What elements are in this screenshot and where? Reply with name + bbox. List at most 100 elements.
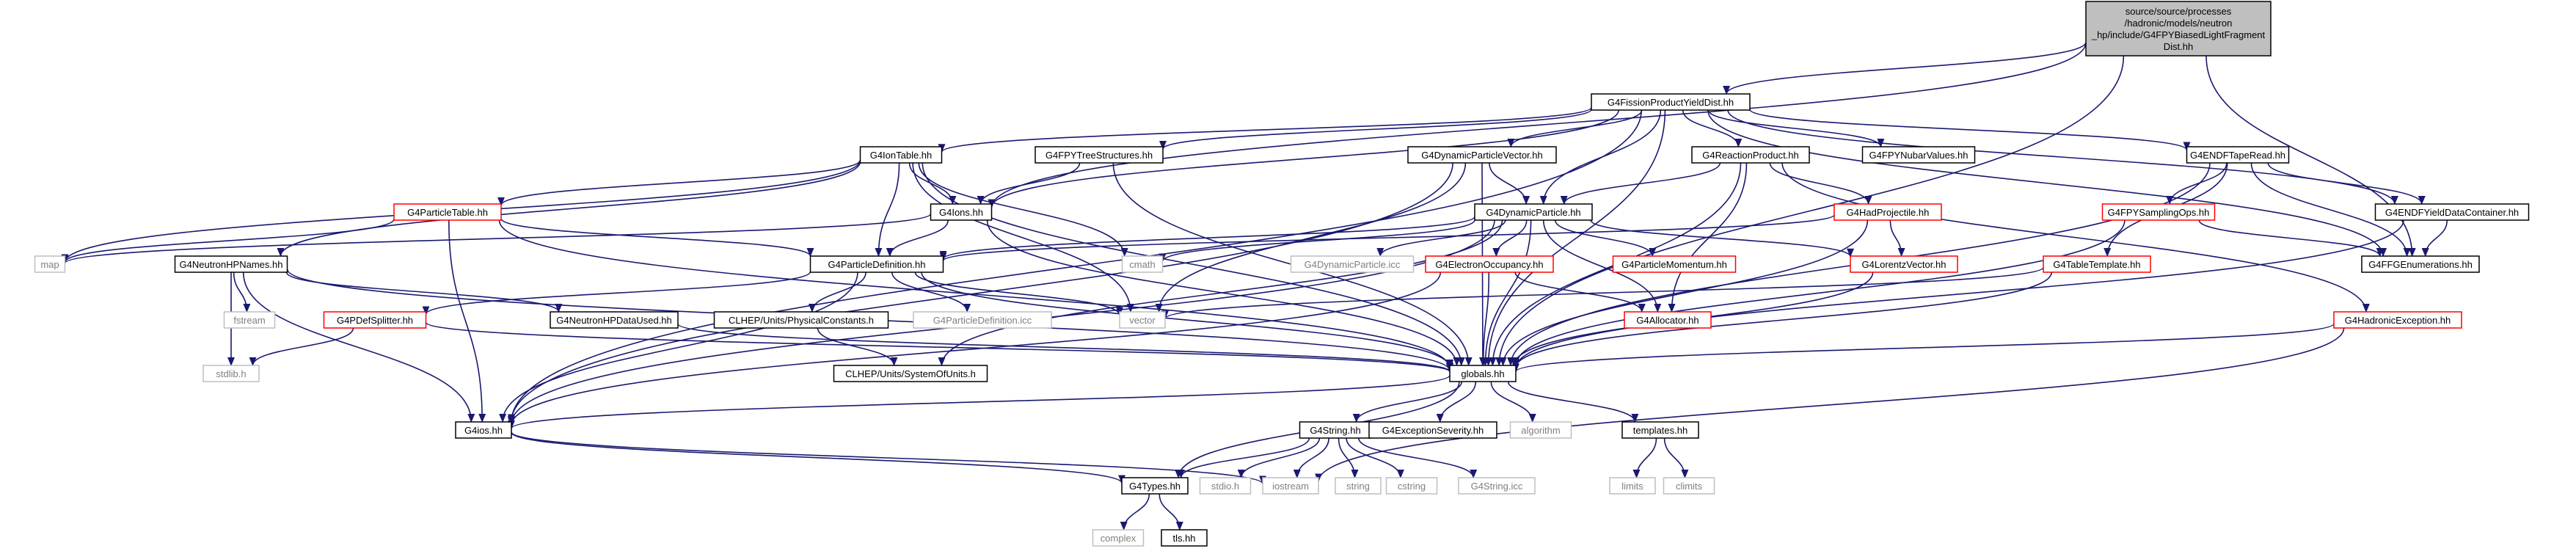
node-g4stricc[interactable]: G4String.icc [1458, 477, 1536, 495]
node-label-nhpdu: G4NeutronHPDataUsed.hh [556, 315, 672, 326]
node-label-pmom: G4ParticleMomentum.hh [1621, 259, 1727, 270]
node-label-fstream: fstream [233, 315, 265, 326]
node-box-fpyd [1591, 93, 1751, 111]
edge-fpyd-to-endftape [1749, 109, 2191, 151]
node-g4ios[interactable]: G4ios.hh [455, 421, 512, 439]
node-eocc[interactable]: G4ElectronOccupancy.hh [1425, 255, 1554, 273]
node-label-globals: globals.hh [1461, 368, 1504, 379]
node-excsev[interactable]: G4ExceptionSeverity.hh [1368, 421, 1497, 439]
node-sysunits[interactable]: CLHEP/Units/SystemOfUnits.h [833, 365, 988, 382]
edge-endftape-to-sampops [2166, 162, 2227, 205]
node-label-limits: limits [1621, 481, 1643, 492]
node-types[interactable]: G4Types.hh [1121, 477, 1189, 495]
node-complex[interactable]: complex [1092, 529, 1145, 547]
node-label-types: G4Types.hh [1129, 481, 1181, 492]
edge-pdefsplit-to-globals [425, 321, 1453, 373]
node-endftape[interactable]: G4ENDFTapeRead.hh [2186, 146, 2290, 164]
edge-g4string-to-iostream [1293, 437, 1329, 478]
node-templates[interactable]: templates.hh [1621, 421, 1699, 439]
edge-dynpart-to-sysunits [938, 219, 1503, 366]
node-lorentz[interactable]: G4LorentzVector.hh [1850, 255, 1958, 273]
node-string[interactable]: string [1335, 477, 1382, 495]
node-cstring[interactable]: cstring [1385, 477, 1438, 495]
node-dpicc[interactable]: G4DynamicParticle.icc [1290, 255, 1415, 273]
node-label-iostream: iostream [1272, 481, 1309, 492]
node-label-dpv: G4DynamicParticleVector.hh [1421, 150, 1542, 161]
node-stdlib[interactable]: stdlib.h [202, 365, 260, 382]
node-allocator[interactable]: G4Allocator.hh [1624, 311, 1712, 329]
node-box-types [1121, 477, 1189, 495]
node-box-complex [1092, 529, 1145, 547]
edge-globals-to-excsev [1436, 381, 1477, 423]
node-label-ions: G4Ions.hh [939, 207, 983, 218]
edge-g4string-to-g4stricc [1358, 437, 1478, 478]
node-pdef[interactable]: G4ParticleDefinition.hh [809, 255, 944, 273]
node-map[interactable]: map [34, 255, 66, 273]
edge-dynpart-to-eocc [1492, 219, 1528, 257]
edge-iontable-to-ptable [497, 159, 861, 206]
node-hadproj[interactable]: G4HadProjectile.hh [1834, 203, 1942, 221]
node-label-climits: climits [1676, 481, 1703, 492]
node-box-dpv [1407, 146, 1557, 164]
node-fstream[interactable]: fstream [223, 311, 276, 329]
edge-nhpnames-to-nhpdu [285, 271, 563, 313]
node-g4string[interactable]: G4String.hh [1299, 421, 1372, 439]
edge-fpyd-to-ions [988, 109, 1619, 208]
node-climits[interactable]: climits [1663, 477, 1715, 495]
node-box-ptable [393, 203, 502, 221]
edge-types-to-complex [1120, 493, 1150, 531]
node-algorithm[interactable]: algorithm [1509, 421, 1572, 439]
node-fpytree[interactable]: G4FPYTreeStructures.hh [1035, 146, 1164, 164]
node-label-allocator: G4Allocator.hh [1636, 315, 1699, 326]
node-limits[interactable]: limits [1609, 477, 1656, 495]
node-label-ptable: G4ParticleTable.hh [407, 207, 488, 218]
node-endfydc[interactable]: G4ENDFYieldDataContainer.hh [2374, 203, 2530, 221]
node-label-string: string [1346, 481, 1370, 492]
node-box-iontable [859, 146, 943, 164]
node-nhpnames[interactable]: G4NeutronHPNames.hh [174, 255, 288, 273]
node-vector[interactable]: vector [1119, 311, 1166, 329]
edge-ptable-to-globals [498, 219, 1453, 369]
node-iostream[interactable]: iostream [1262, 477, 1319, 495]
edge-iontable-to-vector [912, 162, 1134, 313]
node-label-pdef: G4ParticleDefinition.hh [828, 259, 926, 270]
node-fpyd[interactable]: G4FissionProductYieldDist.hh [1591, 93, 1751, 111]
node-label-eocc: G4ElectronOccupancy.hh [1435, 259, 1543, 270]
node-pdefsplit[interactable]: G4PDefSplitter.hh [323, 311, 427, 329]
node-pmom[interactable]: G4ParticleMomentum.hh [1612, 255, 1737, 273]
node-tabtmpl[interactable]: G4TableTemplate.hh [2043, 255, 2151, 273]
edge-pdef-to-pdefsplit [422, 271, 811, 316]
node-box-cstring [1385, 477, 1438, 495]
node-stdio[interactable]: stdio.h [1199, 477, 1252, 495]
node-tlshh[interactable]: tls.hh [1161, 529, 1208, 547]
edge-dynpart-to-allocator [1542, 219, 1662, 313]
node-dpv[interactable]: G4DynamicParticleVector.hh [1407, 146, 1557, 164]
node-label-g4stricc: G4String.icc [1471, 481, 1523, 492]
node-box-stdlib [202, 365, 260, 382]
node-box-dynpart [1474, 203, 1593, 221]
edge-pdefsplit-to-stdlib [249, 327, 354, 366]
edge-pdef-to-vector [914, 271, 1123, 316]
node-nubar[interactable]: G4FPYNubarValues.hh [1861, 146, 1976, 164]
node-fgenum[interactable]: G4FFGEnumerations.hh [2361, 255, 2480, 273]
node-physconst[interactable]: CLHEP/Units/PhysicalConstants.h [713, 311, 889, 329]
node-cmath[interactable]: cmath [1121, 255, 1164, 273]
node-label-g4string: G4String.hh [1310, 425, 1360, 436]
node-ions[interactable]: G4Ions.hh [930, 203, 993, 221]
node-box-fstream [223, 311, 276, 329]
node-sampops[interactable]: G4FPYSamplingOps.hh [2101, 203, 2216, 221]
edge-g4ios-to-types [511, 431, 1125, 484]
node-nhpdu[interactable]: G4NeutronHPDataUsed.hh [550, 311, 679, 329]
node-iontable[interactable]: G4IonTable.hh [859, 146, 943, 164]
root-line-1: source/source/processes [2126, 6, 2232, 17]
edge-fpyd-to-fgenum [1707, 109, 2387, 257]
node-globals[interactable]: globals.hh [1449, 365, 1517, 382]
node-reactprod[interactable]: G4ReactionProduct.hh [1691, 146, 1810, 164]
edge-dynpart-to-pmom [1554, 219, 1657, 257]
edge-nhpdu-to-globals [677, 323, 1453, 373]
node-label-templates: templates.hh [1633, 425, 1687, 436]
node-pdicc[interactable]: G4ParticleDefinition.icc [913, 311, 1052, 329]
node-dynpart[interactable]: G4DynamicParticle.hh [1474, 203, 1593, 221]
node-ptable[interactable]: G4ParticleTable.hh [393, 203, 502, 221]
node-hadexc[interactable]: G4HadronicException.hh [2333, 311, 2462, 329]
